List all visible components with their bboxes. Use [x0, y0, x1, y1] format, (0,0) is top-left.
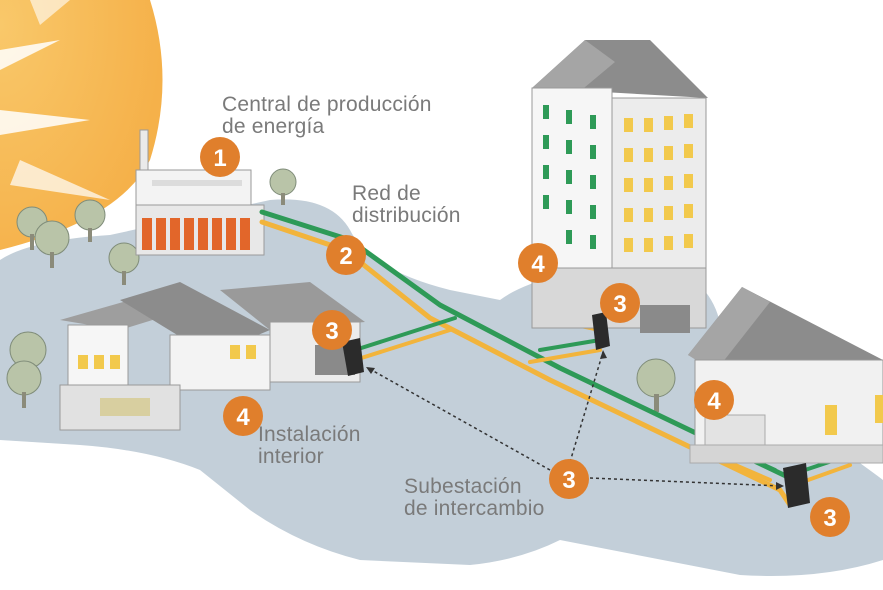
label-subestacion-intercambio: Subestación de intercambio	[404, 476, 545, 520]
substation-connectors	[367, 351, 783, 487]
svg-text:3: 3	[613, 291, 626, 318]
badge-installation-right-house: 4	[694, 380, 734, 420]
svg-text:3: 3	[325, 318, 338, 345]
badge-installation-house: 4	[223, 396, 263, 436]
label-central-line2: de energía	[222, 115, 325, 138]
sun-illustration	[0, 0, 163, 250]
substation-units	[342, 312, 810, 508]
label-central-produccion: Central de producción de energía	[222, 94, 432, 138]
label-red-line1: Red de	[352, 182, 421, 205]
badge-substation-right-house: 3	[810, 497, 850, 537]
svg-text:2: 2	[339, 243, 352, 270]
label-red-distribucion: Red de distribución	[352, 183, 461, 227]
svg-text:1: 1	[213, 145, 226, 172]
svg-text:3: 3	[823, 505, 836, 532]
badge-substation-house: 3	[312, 310, 352, 350]
label-instalacion-interior: Instalación interior	[258, 424, 361, 468]
label-instalacion-line2: interior	[258, 445, 324, 468]
apartment-building	[531, 40, 708, 333]
badge-substation-label: 3	[549, 459, 589, 499]
badge-central: 1	[200, 137, 240, 177]
svg-text:4: 4	[707, 388, 721, 415]
label-instalacion-line1: Instalación	[258, 423, 361, 446]
label-red-line2: distribución	[352, 204, 461, 227]
svg-text:3: 3	[562, 467, 575, 494]
label-subestacion-line1: Subestación	[404, 475, 522, 498]
label-central-line1: Central de producción	[222, 93, 432, 116]
connector-arrowheads	[366, 350, 784, 490]
tree-group	[6, 168, 676, 412]
badge-installation-apartment: 4	[518, 243, 558, 283]
badge-red: 2	[326, 235, 366, 275]
power-plant-building	[135, 129, 265, 256]
svg-text:4: 4	[236, 404, 250, 431]
label-subestacion-line2: de intercambio	[404, 497, 545, 520]
svg-text:4: 4	[531, 251, 545, 278]
badge-substation-apartment: 3	[600, 283, 640, 323]
